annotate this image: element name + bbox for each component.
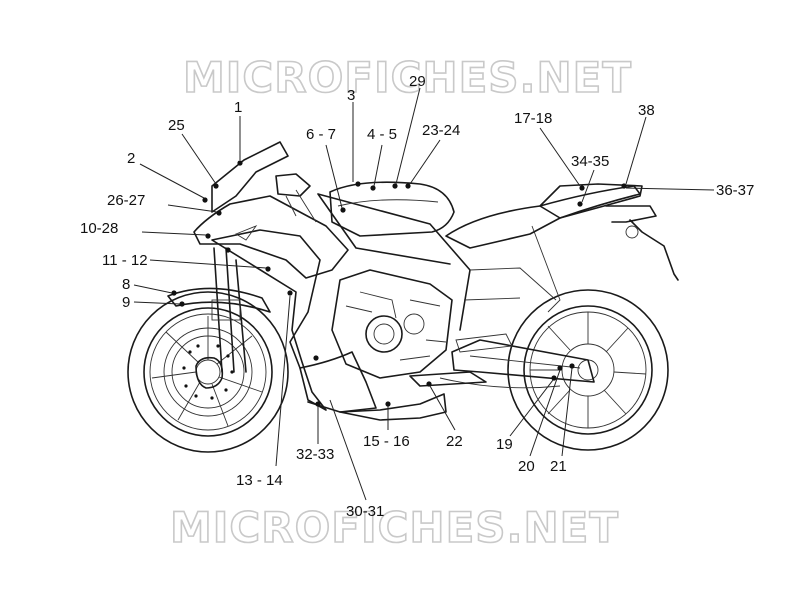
callout-38: 38 [638, 102, 655, 119]
fuel-tank [329, 181, 455, 237]
callout-15-16: 15 - 16 [363, 433, 410, 450]
callout-20: 20 [518, 458, 535, 475]
footpeg [409, 371, 487, 387]
callout-4-5: 4 - 5 [367, 126, 397, 143]
front-fairing [193, 141, 447, 421]
callout-26-27: 26-27 [107, 192, 145, 209]
rear-wheel [507, 289, 669, 451]
callout-34-35: 34-35 [571, 153, 609, 170]
callout-9: 9 [122, 294, 130, 311]
callout-22: 22 [446, 433, 463, 450]
callout-30-31: 30-31 [346, 503, 384, 520]
callout-32-33: 32-33 [296, 446, 334, 463]
rear-shock [531, 225, 561, 313]
motorcycle-outline [127, 141, 679, 453]
callout-17-18: 17-18 [514, 110, 552, 127]
callout-labels: 1 2 3 6 - 7 4 - 5 29 23-24 17-18 38 25 3… [80, 73, 754, 520]
swingarm [451, 339, 595, 383]
seat [445, 185, 641, 249]
front-fender [167, 287, 271, 313]
callout-13-14: 13 - 14 [236, 472, 283, 489]
callout-2: 2 [127, 150, 135, 167]
callout-21: 21 [550, 458, 567, 475]
tail-cowl [539, 183, 643, 219]
leader-lines [133, 87, 715, 501]
callout-19: 19 [496, 436, 513, 453]
decal-markers [171, 160, 627, 407]
watermark-top: MICROFICHES.NET [183, 53, 632, 102]
callout-10-28: 10-28 [80, 220, 118, 237]
callout-8: 8 [122, 276, 130, 293]
watermark-bottom: MICROFICHES.NET [170, 503, 619, 552]
tail-bracket [605, 205, 657, 223]
callout-25: 25 [168, 117, 185, 134]
callout-6-7: 6 - 7 [306, 126, 336, 143]
callout-3: 3 [347, 87, 355, 104]
callout-36-37: 36-37 [716, 182, 754, 199]
callout-29: 29 [409, 73, 426, 90]
engine [331, 269, 453, 379]
license-plate-holder [629, 219, 679, 281]
front-wheel [127, 291, 289, 453]
callout-23-24: 23-24 [422, 122, 460, 139]
front-fork [211, 247, 247, 373]
mirror [275, 173, 311, 197]
callout-11-12: 11 - 12 [102, 252, 148, 269]
chain [439, 377, 561, 389]
callout-1: 1 [234, 99, 242, 116]
